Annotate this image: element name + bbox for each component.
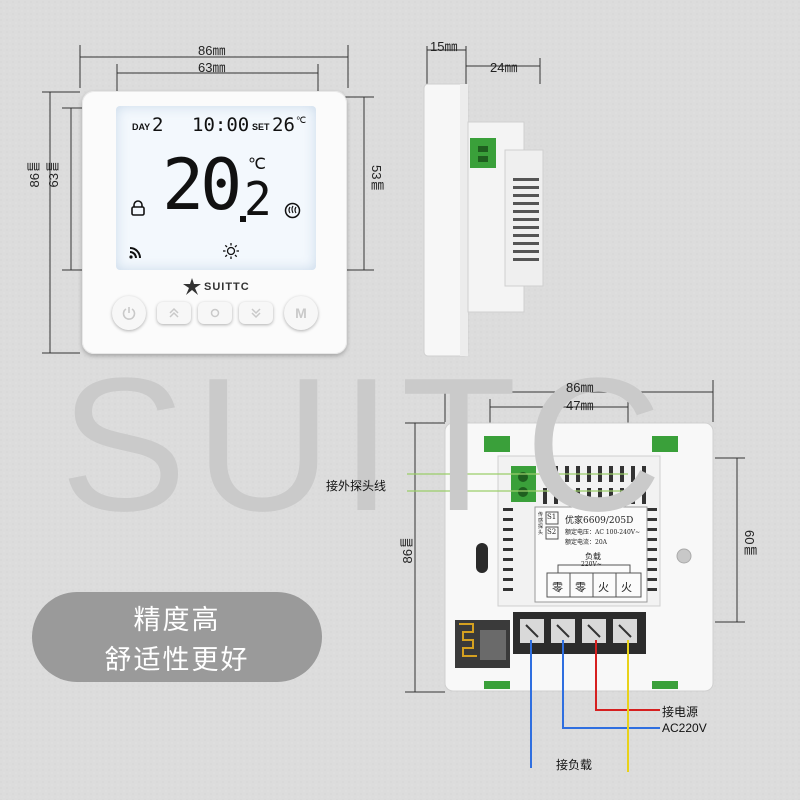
- dim-width-inner: 63㎜: [198, 60, 226, 75]
- load-label: 负载: [585, 552, 601, 561]
- vent-slot: [609, 488, 613, 504]
- dim-back-inner-width: 47㎜: [566, 398, 594, 413]
- vent-slot: [503, 548, 513, 551]
- current-temperature-int: 20: [162, 144, 242, 226]
- model-line: 优家6609/205D: [565, 516, 634, 526]
- promo-line-2: 舒适性更好: [104, 645, 250, 676]
- vent-slot: [503, 568, 513, 571]
- vent-slot: [576, 488, 580, 504]
- promo-badge: [32, 592, 322, 682]
- decimal-point: [240, 216, 246, 222]
- vent-slot: [642, 488, 646, 504]
- down-button[interactable]: [239, 302, 273, 324]
- dim-back-width: 86㎜: [566, 380, 594, 395]
- vent-slot: [503, 558, 513, 561]
- vent-slot: [631, 466, 635, 482]
- dim-height-inner: 63㎜: [46, 160, 61, 188]
- ok-button[interactable]: [198, 302, 232, 324]
- vent-slot: [503, 528, 513, 531]
- vent-slot: [554, 488, 558, 504]
- power-label: 接电源: [662, 705, 699, 719]
- sensor-wire-label: 接外探头线: [326, 479, 387, 493]
- vent-slot: [587, 488, 591, 504]
- vent-slot: [503, 578, 513, 581]
- vent-slot: [503, 518, 513, 521]
- terminal-live-2: 火: [621, 581, 632, 594]
- brand-logo-icon: [183, 278, 201, 295]
- dim-depth-total: 24㎜: [490, 60, 518, 75]
- vent-slot: [620, 488, 624, 504]
- terminal-live-1: 火: [598, 581, 609, 594]
- mode-button[interactable]: M: [284, 296, 318, 330]
- day-value: 2: [152, 114, 164, 136]
- rated-current: 额定电流：20A: [565, 539, 607, 546]
- heating-icon: [284, 202, 301, 219]
- watermark: SUITC: [60, 339, 670, 551]
- dim-depth-front: 15㎜: [430, 39, 458, 54]
- vent-slot: [503, 538, 513, 541]
- sun-icon: [223, 243, 239, 259]
- vent-slot: [647, 528, 657, 531]
- brand-name: SUITTC: [204, 281, 250, 293]
- vent-slot: [647, 578, 657, 581]
- vent-slot: [543, 488, 547, 504]
- set-unit: ℃: [296, 116, 307, 126]
- circle-icon: [210, 308, 220, 318]
- promo-line-1: 精度高: [133, 605, 221, 636]
- wifi-signal-icon: [129, 247, 141, 259]
- temperature-unit: ℃: [248, 154, 266, 173]
- up-button[interactable]: [157, 302, 191, 324]
- vent-slot: [598, 488, 602, 504]
- dim-screen-height: 53㎜: [369, 165, 384, 193]
- sensor-s1: S1: [547, 513, 557, 521]
- vent-slot: [647, 538, 657, 541]
- vent-slot: [647, 588, 657, 591]
- sensor-s2: S2: [547, 528, 557, 536]
- dim-height-outer: 86㎜: [27, 160, 42, 188]
- vent-slot: [647, 568, 657, 571]
- rated-voltage: 额定电压：AC 100-240V~: [565, 529, 641, 536]
- lock-icon: [131, 200, 145, 216]
- power-button[interactable]: [112, 296, 146, 330]
- dim-back-height: 86㎜: [400, 536, 415, 564]
- load-wire-label: 接负载: [556, 758, 593, 772]
- vent-slot: [647, 518, 657, 521]
- vent-slot: [565, 488, 569, 504]
- power-icon: [122, 307, 136, 320]
- power-voltage-label: AC220V: [662, 721, 707, 735]
- double-chevron-down-icon: [251, 308, 261, 319]
- terminal-neutral-2: 零: [575, 581, 586, 594]
- vent-slot: [503, 508, 513, 511]
- set-label: SET: [252, 122, 270, 132]
- vent-slot: [503, 588, 513, 591]
- double-chevron-up-icon: [169, 307, 179, 318]
- vent-slot: [642, 466, 646, 482]
- lcd-screen: DAY 2 10:00 SET 26 ℃ 20 2 ℃: [116, 106, 316, 270]
- set-temperature: 26: [272, 114, 295, 136]
- dim-hole-spacing: 60㎜: [742, 530, 757, 558]
- terminal-neutral-1: 零: [552, 581, 563, 594]
- clock-time: 10:00: [192, 114, 250, 136]
- vent-slot: [647, 548, 657, 551]
- current-temperature-dec: 2: [244, 172, 272, 226]
- dim-width-outer: 86㎜: [198, 43, 226, 58]
- day-label: DAY: [132, 122, 151, 132]
- sensor-side-label: 传感探头: [538, 512, 544, 536]
- load-voltage: 220V~: [581, 561, 602, 568]
- vent-slot: [631, 488, 635, 504]
- vent-slot: [647, 508, 657, 511]
- vent-slot: [647, 558, 657, 561]
